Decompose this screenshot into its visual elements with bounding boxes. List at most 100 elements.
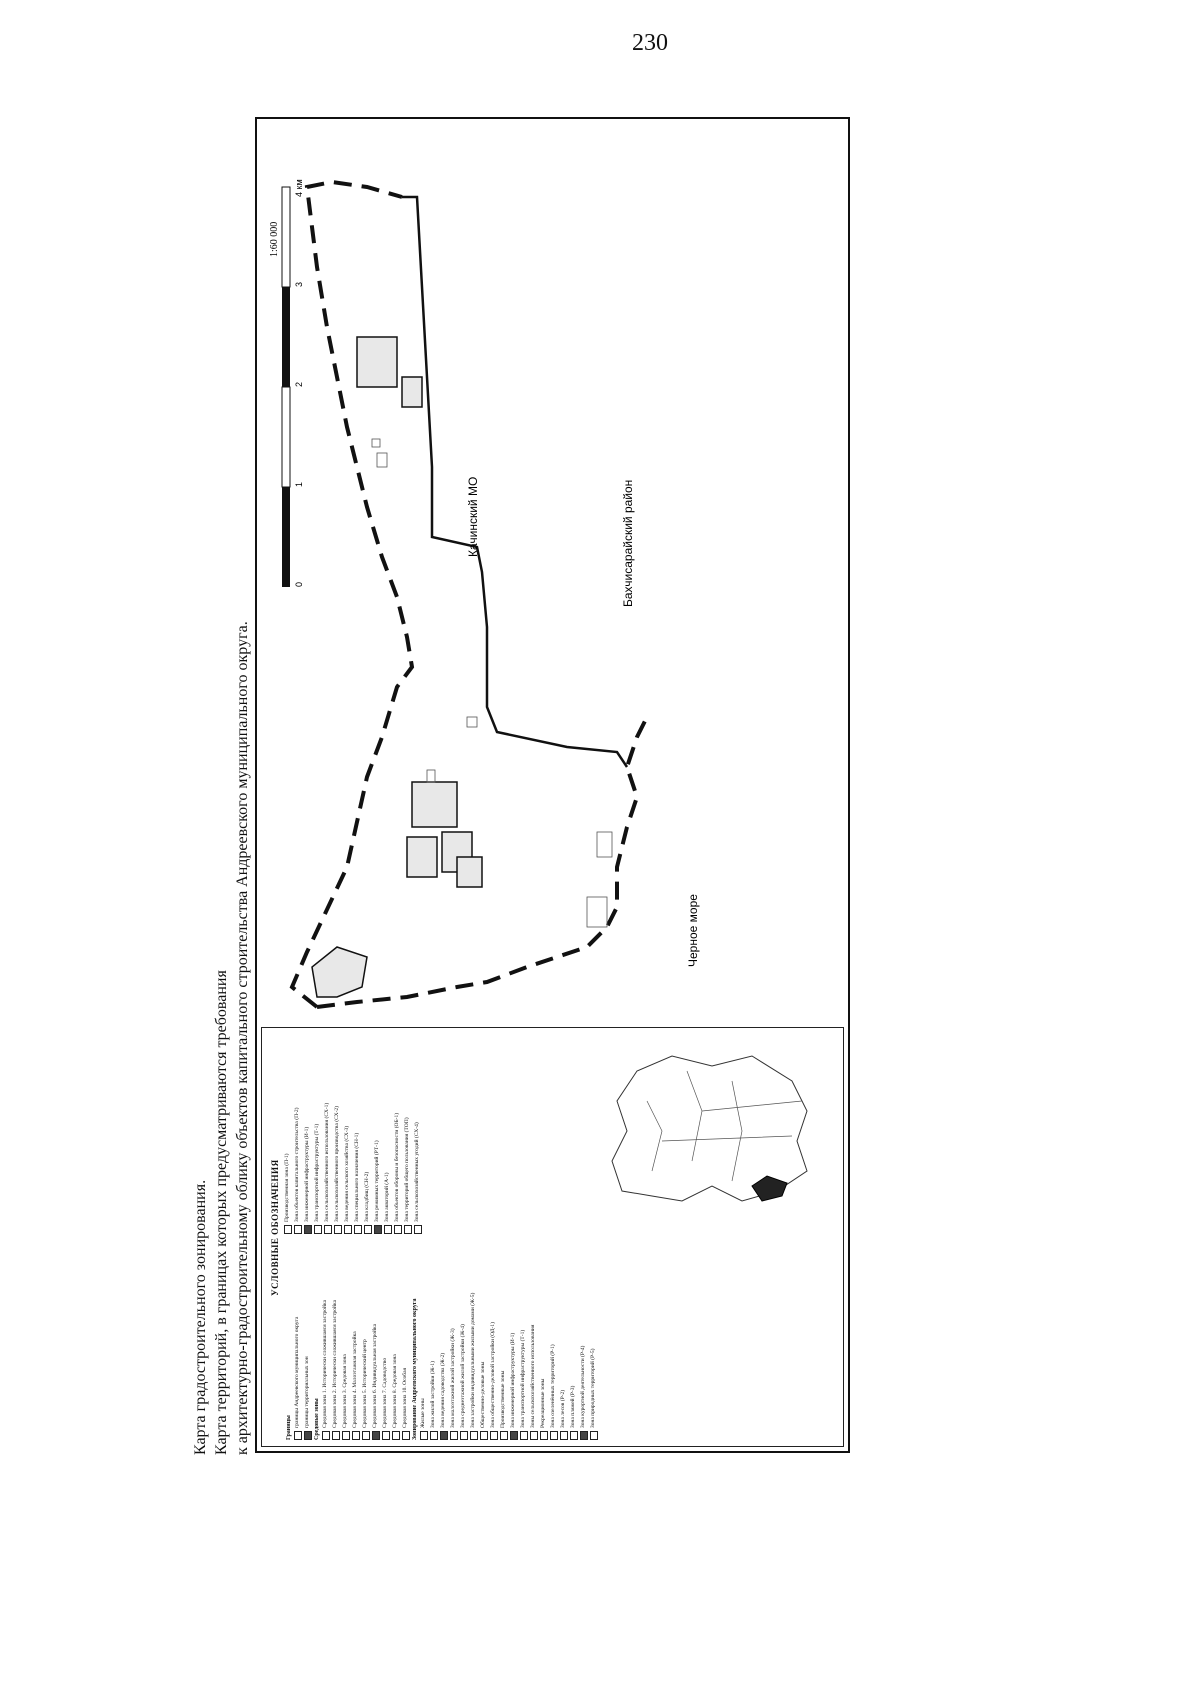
legend-label: Средовая зона 5. Исторический центр — [362, 1339, 368, 1428]
legend-label: Средовая зона 8. Средовая зона — [392, 1354, 398, 1428]
legend-label: границы территориальных зон — [304, 1356, 310, 1428]
legend-item: Зона инженерной инфраструктуры (И-1) — [510, 1240, 518, 1440]
legend-label: Зона природных территорий (Р-5) — [590, 1348, 596, 1429]
legend-label: Зона застройки индивидуальными жилыми до… — [470, 1292, 476, 1428]
legend-swatch — [322, 1431, 330, 1440]
legend-swatch — [294, 1225, 302, 1234]
legend-label: Зона сельскохозяйственных угодий (СХ-4) — [414, 1122, 420, 1222]
legend-label: Зоны сельскохозяйственного использования — [530, 1324, 536, 1428]
legend-label: Средовая зона 6. Индивидуальная застройк… — [372, 1323, 378, 1428]
legend-item: границы территориальных зон — [304, 1240, 312, 1440]
legend-swatch — [430, 1431, 438, 1440]
legend-item: Зона сельскохозяйственного использования… — [324, 1034, 332, 1234]
label-bakhchisaray: Бахчисарайский район — [621, 480, 635, 607]
legend-item: Средовая зона 2. Исторически сложившаяся… — [332, 1240, 340, 1440]
legend-item: Зона транспортной инфраструктуры (Т-1) — [314, 1034, 322, 1234]
municipal-boundary — [289, 179, 415, 1009]
legend-item: Зона ведения сельского хозяйства (СХ-3) — [344, 1034, 352, 1234]
legend-heading: Зонирование Андреевского муниципального … — [412, 1298, 418, 1440]
label-kachinsky: Качинский МО — [466, 477, 480, 557]
legend-swatch — [344, 1225, 352, 1234]
legend-swatch — [404, 1225, 412, 1234]
legend-item: Средовая зона 5. Исторический центр — [362, 1240, 370, 1440]
legend-item: Зона территорий общего пользования (ТОП) — [404, 1034, 412, 1234]
legend-item: Средовая зона 1. Исторически сложившаяся… — [322, 1240, 330, 1440]
legend-label: Зона объектов капитального строительства… — [294, 1107, 300, 1222]
legend-item: Зона инженерной инфраструктуры (И-1) — [304, 1034, 312, 1234]
locator-inset-map — [611, 1055, 808, 1202]
caption-rotated: Карта градостроительного зонирования. Ка… — [190, 125, 260, 1455]
legend-swatch — [570, 1431, 578, 1440]
legend-label: Зона сельскохозяйственного производства … — [334, 1105, 340, 1222]
scale-tick-1: 1 — [294, 482, 304, 487]
legend-item: Зоны сельскохозяйственного использования — [530, 1240, 538, 1440]
scale-ratio: 1:60 000 — [269, 222, 280, 257]
legend-label: Средовая зона 4. Малоэтажная застройка — [352, 1331, 358, 1428]
legend-item: Зона сельскохозяйственных угодий (СХ-4) — [414, 1034, 422, 1234]
legend-swatch — [470, 1431, 478, 1440]
legend-item: Жилые зоны — [420, 1240, 428, 1440]
legend-item: Зона природных территорий (Р-5) — [590, 1240, 598, 1440]
scale-tick-3: 3 — [294, 282, 304, 287]
legend-item: Зона пляжей (Р-3) — [570, 1240, 578, 1440]
legend-swatch — [450, 1431, 458, 1440]
legend-swatch — [304, 1431, 312, 1440]
legend-label: границы Андреевского муниципального окру… — [294, 1316, 300, 1428]
legend-swatch — [362, 1431, 370, 1440]
legend-label: Рекреационные зоны — [540, 1378, 546, 1428]
legend-swatch — [500, 1431, 508, 1440]
legend-swatch — [440, 1431, 448, 1440]
legend-label: Производственная зона (П-1) — [284, 1153, 290, 1223]
legend-swatch — [342, 1431, 350, 1440]
legend-swatch — [294, 1431, 302, 1440]
legend-swatch — [560, 1431, 568, 1440]
legend-swatch — [394, 1225, 402, 1234]
legend-item: Зона сельскохозяйственного производства … — [334, 1034, 342, 1234]
settlement-parcels — [311, 336, 483, 998]
legend-item: Производственная зона (П-1) — [284, 1034, 292, 1234]
legend-label: Зона транспортной инфраструктуры (Т-1) — [314, 1123, 320, 1222]
legend-item: Зона озеленённых территорий (Р-1) — [550, 1240, 558, 1440]
legend-swatch — [520, 1431, 528, 1440]
scale-bar: 1:60 000 — [269, 222, 280, 257]
legend-label: Зона территорий общего пользования (ТОП) — [404, 1117, 410, 1222]
small-plots — [371, 438, 613, 928]
legend-swatch — [372, 1431, 380, 1440]
legend-item: Средовая зона 4. Малоэтажная застройка — [352, 1240, 360, 1440]
legend-item: Средовая зона 8. Средовая зона — [392, 1240, 400, 1440]
legend-swatch — [480, 1431, 488, 1440]
page-number: 230 — [632, 30, 668, 56]
kachinsky-boundary — [402, 195, 629, 768]
legend-swatch — [460, 1431, 468, 1440]
main-map: Бахчисарайский район Качинский МО Черное… — [269, 179, 700, 1009]
legend-item: Зона среднеэтажной жилой застройки (Ж-4) — [460, 1240, 468, 1440]
legend-swatch — [510, 1431, 518, 1440]
legend-label: Средовая зона 1. Исторически сложившаяся… — [322, 1299, 328, 1428]
coast-boundary — [316, 716, 649, 1009]
legend-swatch — [540, 1431, 548, 1440]
legend-swatch — [580, 1431, 588, 1440]
legend-swatch — [414, 1225, 422, 1234]
legend-label: Зона специального назначения (СН-1) — [354, 1132, 360, 1222]
legend-item: Зона кладбищ (СН-2) — [364, 1034, 372, 1234]
legend-item: Зона малоэтажной жилой застройки (Ж-3) — [450, 1240, 458, 1440]
legend-swatch — [352, 1431, 360, 1440]
legend-label: Средовая зона 2. Исторически сложившаяся… — [332, 1299, 338, 1428]
legend-swatch — [382, 1431, 390, 1440]
legend-swatch — [374, 1225, 382, 1234]
legend-label: Зона инженерной инфраструктуры (И-1) — [304, 1126, 310, 1222]
legend-swatch — [530, 1431, 538, 1440]
caption-text-3: к архитектурно-градостроительному облику… — [234, 621, 251, 1455]
legend-item: Зона транспортной инфраструктуры (Т-1) — [520, 1240, 528, 1440]
legend-item: Зона курортной деятельности (Р-4) — [580, 1240, 588, 1440]
legend-item: Зона специального назначения (СН-1) — [354, 1034, 362, 1234]
legend-label: Производственные зоны — [500, 1370, 506, 1428]
legend-item: Зона жилой застройки (Ж-1) — [430, 1240, 438, 1440]
legend-item: Зона ведения садоводства (Ж-2) — [440, 1240, 448, 1440]
legend-swatch — [334, 1225, 342, 1234]
scale-tick-4: 4 км — [294, 179, 304, 197]
legend-swatch — [364, 1225, 372, 1234]
